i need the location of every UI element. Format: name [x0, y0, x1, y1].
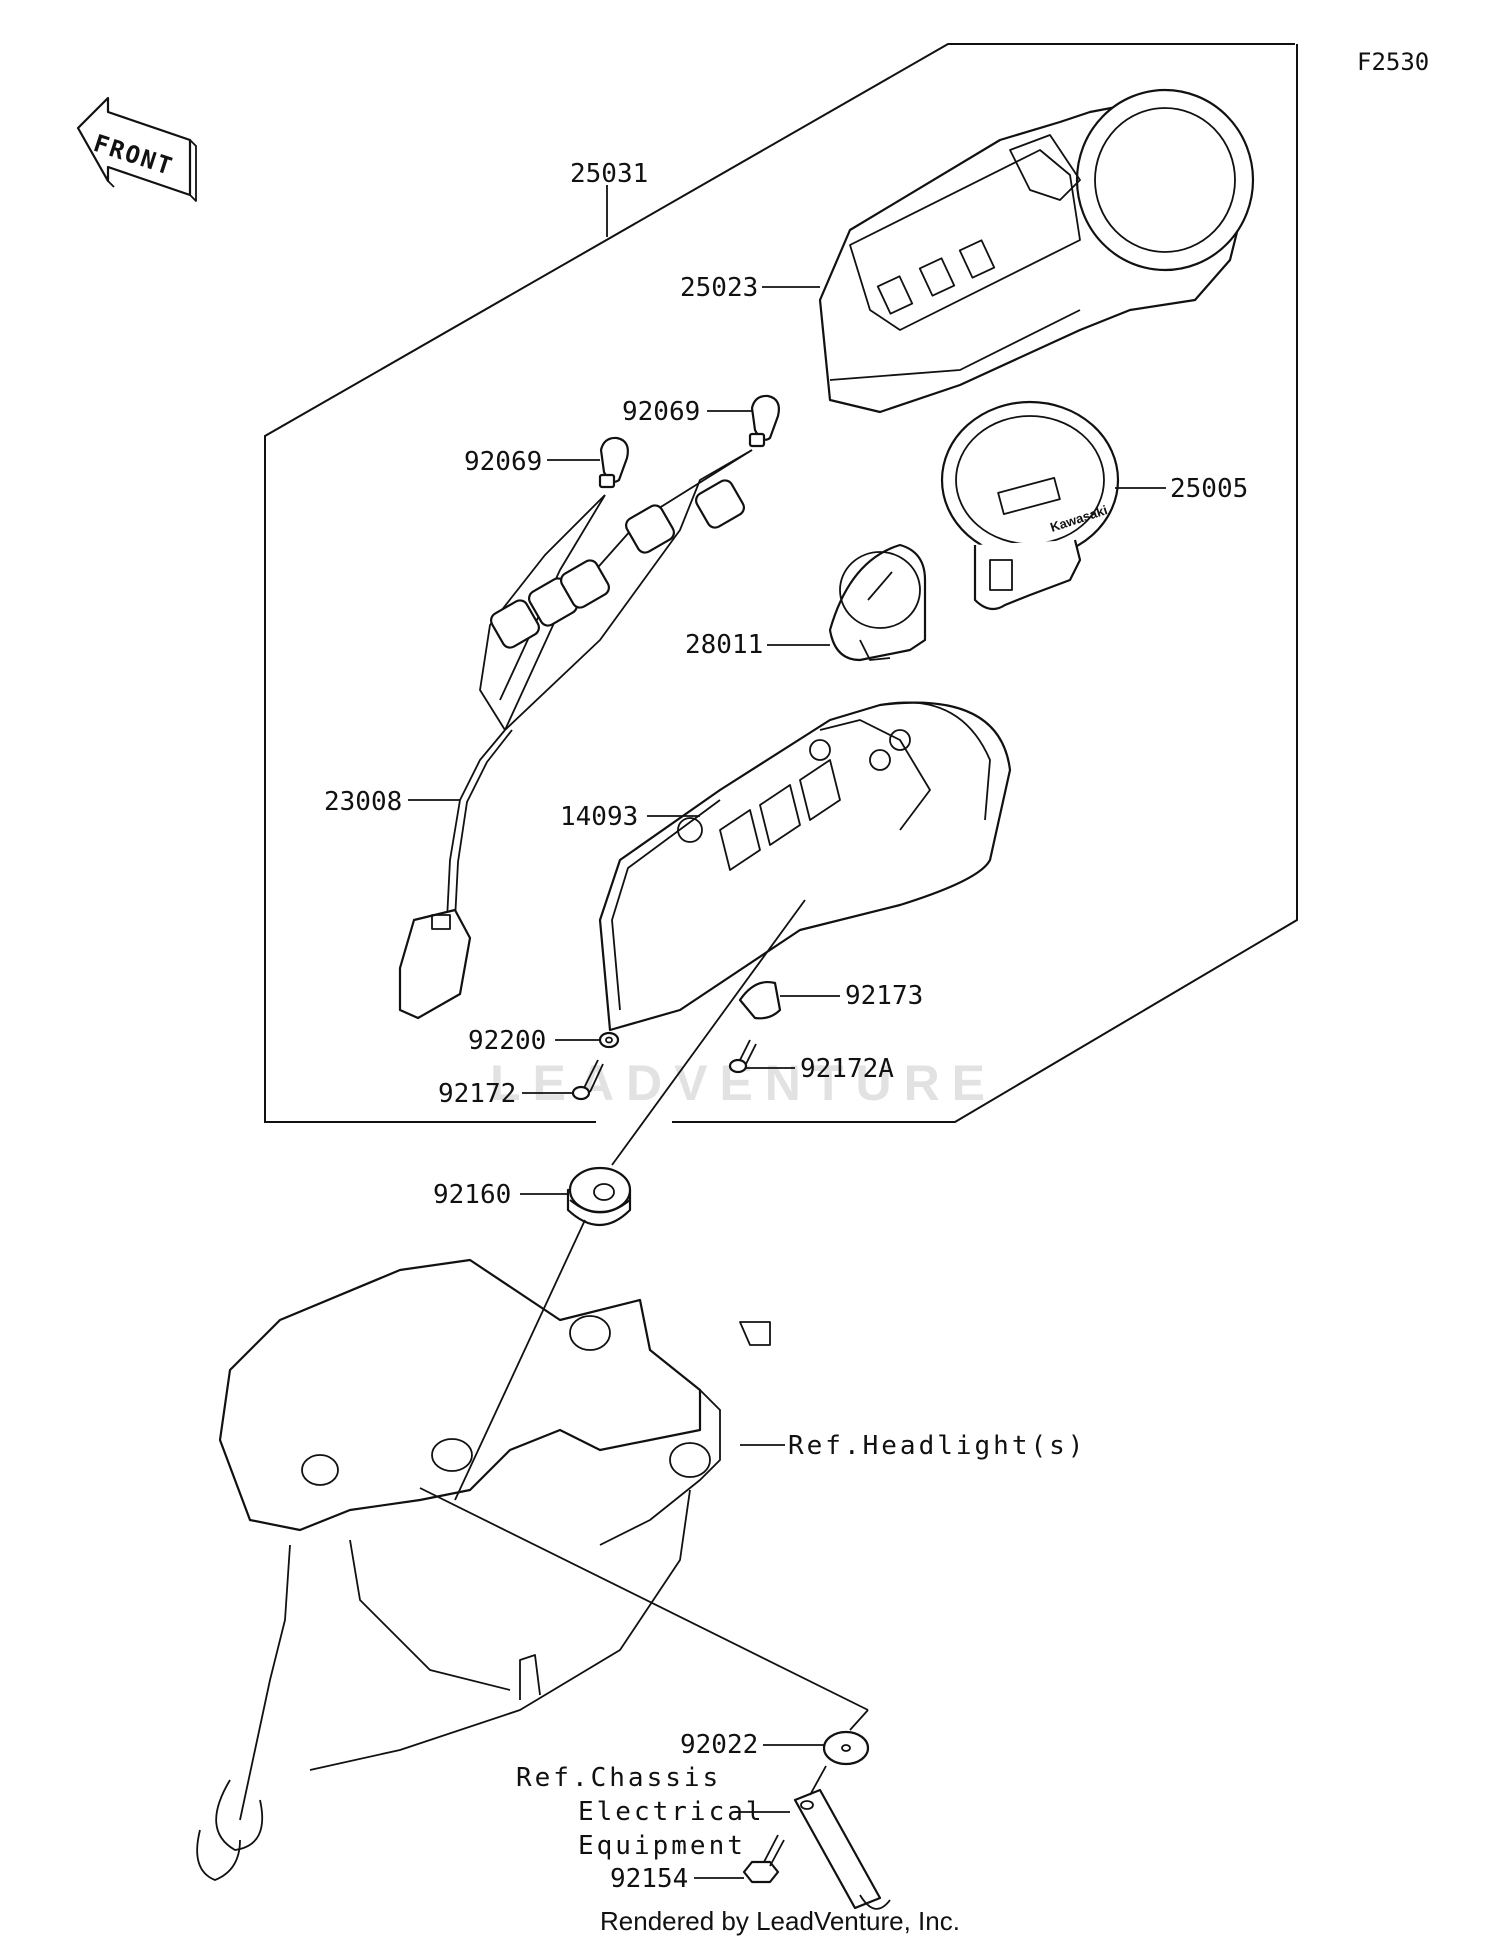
meter-cover-25023: [818, 88, 1255, 414]
callout-92022: 92022: [680, 1730, 758, 1760]
meter-case-14093: [598, 701, 1012, 1032]
screw-92172: [571, 1059, 604, 1101]
callout-92200: 92200: [468, 1026, 546, 1056]
bulb-92069-right: [748, 394, 780, 448]
washer-92200: [598, 1031, 620, 1049]
callout-14093: 14093: [560, 802, 638, 832]
bolt-92154: [742, 1834, 785, 1884]
callout-25005: 25005: [1170, 474, 1248, 504]
clip-92173: [738, 981, 782, 1020]
callout-92069-upper: 92069: [622, 397, 700, 427]
ground-strap: [793, 1788, 891, 1910]
callout-23008: 23008: [324, 787, 402, 817]
callout-28011: 28011: [685, 630, 763, 660]
credit-line: Rendered by LeadVenture, Inc.: [600, 1906, 960, 1936]
figure-code: F2530: [1357, 48, 1429, 76]
assembly-box: [264, 43, 1295, 1123]
callout-92172A: 92172A: [800, 1054, 894, 1084]
ref-chassis-line2: Electrical: [578, 1797, 765, 1827]
ref-chassis-line3: Equipment: [578, 1831, 746, 1861]
callout-92160: 92160: [433, 1180, 511, 1210]
ref-chassis-line1: Ref.Chassis: [516, 1763, 721, 1793]
callout-92172: 92172: [438, 1079, 516, 1109]
meter-bracket: [196, 1258, 771, 1881]
screw-92172A: [728, 1039, 757, 1074]
switch-28011: [828, 543, 927, 662]
bulb-92069-left: [598, 436, 629, 489]
callout-92173: 92173: [845, 981, 923, 1011]
meter-unit-25005: Kawasaki: [940, 400, 1120, 611]
callout-92154: 92154: [610, 1864, 688, 1894]
grommet-92160: [566, 1166, 632, 1226]
front-arrow-icon: FRONT: [76, 96, 197, 202]
ref-headlight: Ref.Headlight(s): [788, 1431, 1086, 1461]
callout-92069-lower: 92069: [464, 447, 542, 477]
callout-25031: 25031: [570, 159, 648, 189]
callout-25023: 25023: [680, 273, 758, 303]
harness-23008: [398, 449, 753, 1020]
washer-92022: [822, 1730, 870, 1766]
